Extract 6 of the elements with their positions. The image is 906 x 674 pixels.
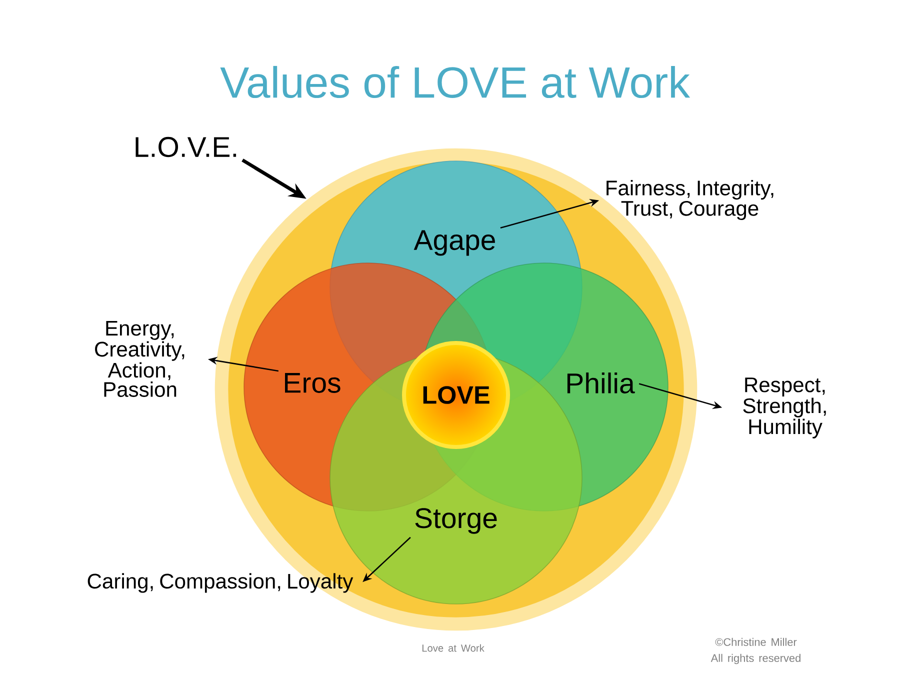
text-label: L.O.V.E. — [136, 136, 236, 158]
title: Values of LOVE at Work — [220, 66, 690, 98]
footer-text: Love at Work — [422, 644, 484, 652]
text-label: Energy, Creativity, Action, Passion — [95, 321, 184, 397]
footer-text: ©Christine Miller All rights reserved — [710, 638, 800, 664]
text-label: Respect, Strength, Humility — [743, 378, 826, 438]
